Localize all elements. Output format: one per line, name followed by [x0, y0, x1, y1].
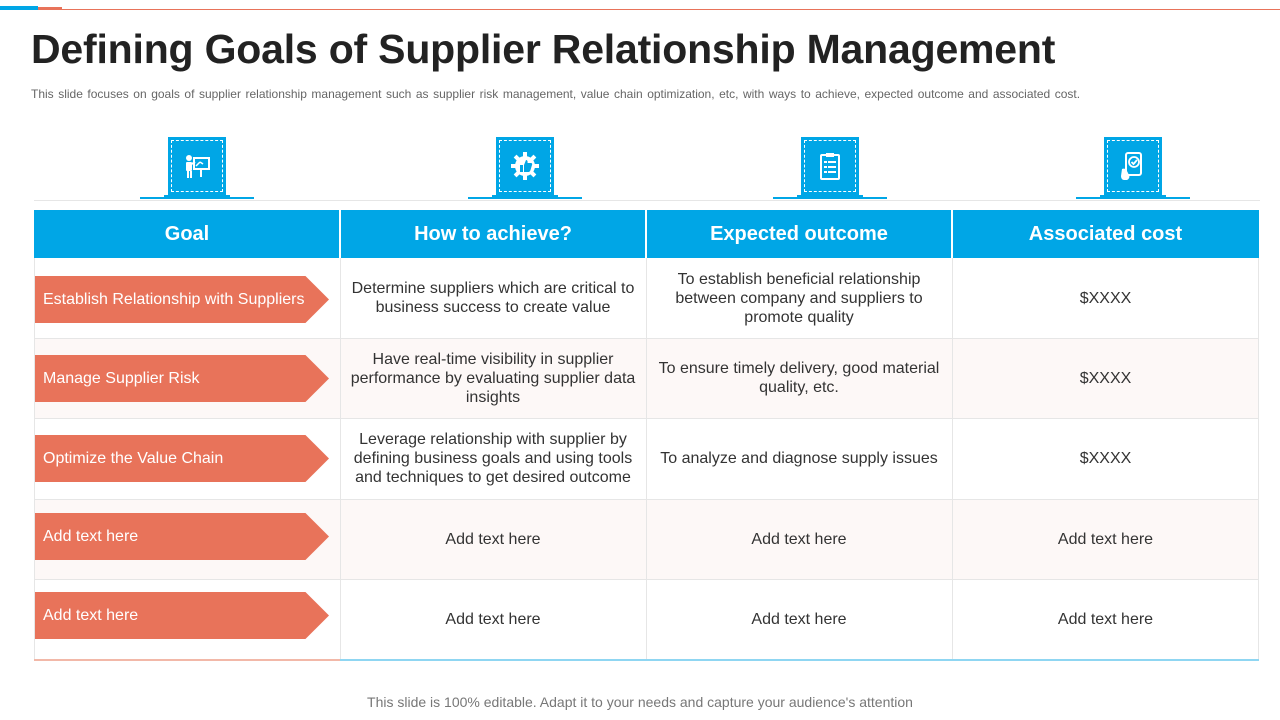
slide-footer: This slide is 100% editable. Adapt it to… [367, 694, 913, 710]
header-how-to-achieve: How to achieve? [340, 210, 646, 258]
goal-arrow-label: Establish Relationship with Suppliers [35, 276, 329, 323]
header-separator [645, 210, 647, 258]
outcome-cell: To ensure timely delivery, good material… [658, 360, 940, 396]
top-accent-orange [38, 7, 62, 10]
checklist-clipboard-icon [773, 137, 887, 199]
gear-thumbs-up-icon [468, 137, 582, 199]
header-associated-cost: Associated cost [952, 210, 1259, 258]
how-cell: Have real-time visibility in supplier pe… [350, 350, 636, 406]
cost-cell: Add text here [1057, 610, 1154, 628]
goal-arrow-label: Optimize the Value Chain [35, 435, 329, 482]
table-bottom-border [34, 659, 1259, 661]
slide-subtitle: This slide focuses on goals of supplier … [31, 87, 1081, 101]
how-cell: Add text here [445, 610, 541, 628]
outcome-cell: Add text here [751, 610, 847, 628]
icon-baseline [34, 200, 1260, 201]
top-divider [62, 9, 1280, 10]
goal-arrow-label: Add text here [35, 513, 329, 560]
slide-title: Defining Goals of Supplier Relationship … [31, 26, 1056, 72]
how-cell: Determine suppliers which are critical t… [351, 280, 635, 316]
table-bottom-border-goal [34, 659, 340, 661]
cost-cell: $XXXX [1079, 289, 1132, 307]
outcome-cell: To analyze and diagnose supply issues [660, 450, 938, 467]
grid-line [34, 258, 35, 660]
grid-line [34, 579, 1259, 580]
goal-arrow-label: Manage Supplier Risk [35, 355, 329, 402]
grid-line [34, 418, 1259, 419]
cost-cell: $XXXX [1079, 450, 1132, 467]
header-separator [951, 210, 953, 258]
grid-line [1258, 258, 1259, 660]
how-cell: Add text here [445, 530, 541, 548]
goals-table: Goal How to achieve? Expected outcome As… [34, 210, 1259, 661]
grid-line [952, 258, 953, 660]
outcome-cell: Add text here [751, 530, 847, 548]
mobile-checkmark-icon [1076, 137, 1190, 199]
cost-cell: Add text here [1057, 530, 1154, 548]
grid-line [34, 338, 1259, 339]
header-separator [339, 210, 341, 258]
grid-line [34, 499, 1259, 500]
outcome-cell: To establish beneficial relationship bet… [675, 270, 923, 326]
cost-cell: $XXXX [1079, 369, 1132, 387]
goal-arrow-label: Add text here [35, 592, 329, 639]
grid-line [340, 258, 341, 660]
presentation-board-icon [140, 137, 254, 199]
header-goal: Goal [34, 210, 340, 258]
grid-line [646, 258, 647, 660]
header-expected-outcome: Expected outcome [646, 210, 952, 258]
top-accent-blue [0, 6, 38, 10]
how-cell: Leverage relationship with supplier by d… [353, 431, 633, 486]
